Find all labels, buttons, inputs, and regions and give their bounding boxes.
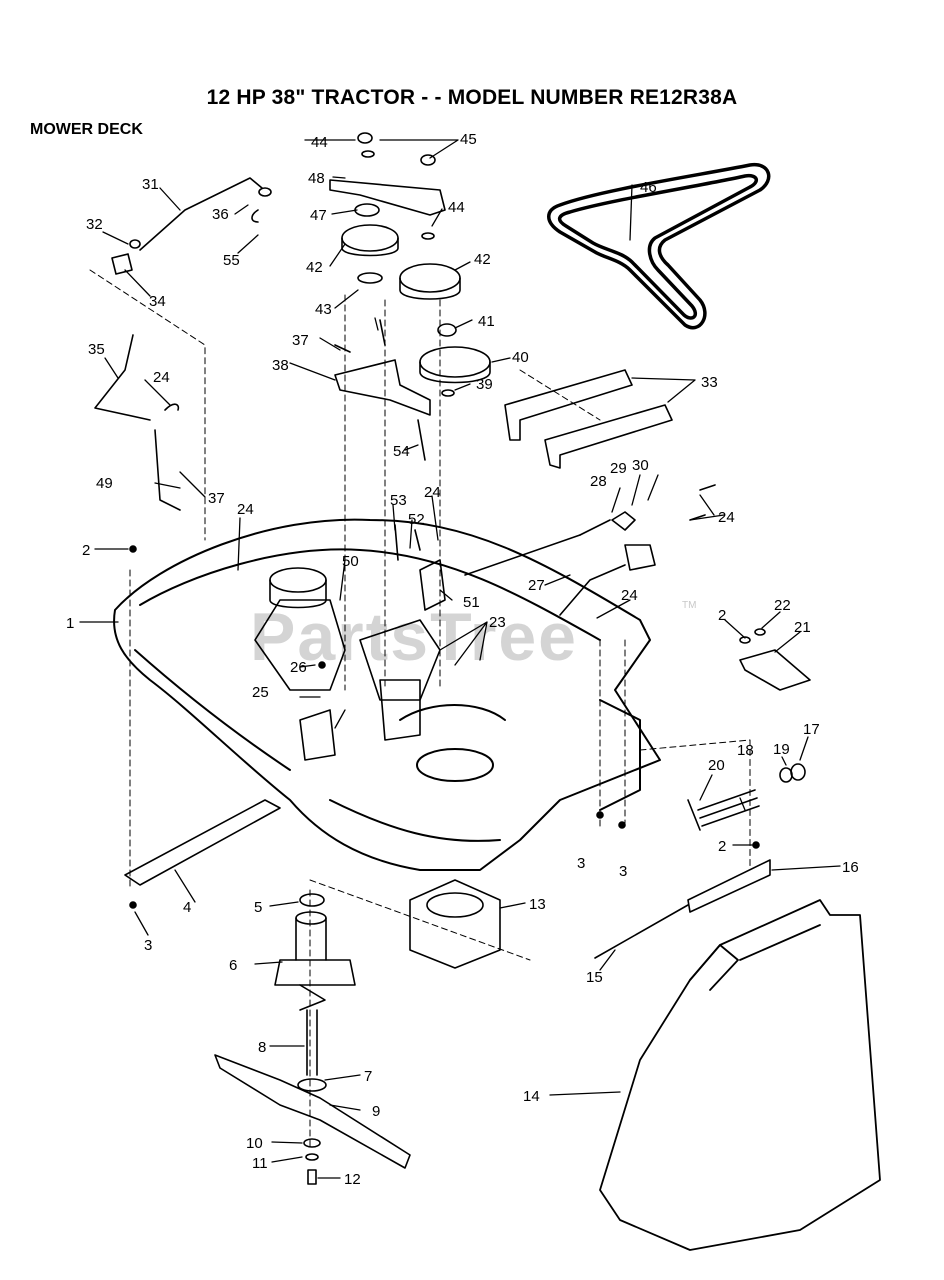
callout-8: 8: [258, 1039, 266, 1056]
callout-16: 16: [842, 859, 859, 876]
callout-24: 24: [237, 501, 254, 518]
callout-11: 11: [252, 1155, 268, 1172]
callout-26: 26: [290, 659, 307, 676]
rear-bracket: [739, 628, 811, 691]
callout-25: 25: [252, 684, 269, 701]
callout-5: 5: [254, 899, 262, 916]
idler-bracket: [329, 132, 491, 397]
callout-48: 48: [308, 170, 325, 187]
callout-27: 27: [528, 577, 545, 594]
callout-35: 35: [88, 341, 105, 358]
callout-49: 49: [96, 475, 113, 492]
hardware-fasteners: [129, 545, 760, 909]
callout-2: 2: [718, 838, 726, 855]
callout-51: 51: [463, 594, 480, 611]
callout-29: 29: [610, 460, 627, 477]
callout-32: 32: [86, 216, 103, 233]
callout-17: 17: [803, 721, 820, 738]
callout-55: 55: [223, 252, 240, 269]
watermark: PartsTree: [250, 599, 578, 675]
alignment-lines: [89, 269, 751, 1151]
callout-7: 7: [364, 1068, 372, 1085]
callout-28: 28: [590, 473, 607, 490]
spring-assembly: [687, 763, 806, 831]
callout-54: 54: [393, 443, 410, 460]
adjustment-rod: [464, 484, 716, 616]
callout-45: 45: [460, 131, 477, 148]
pivot-bracket: [334, 319, 431, 461]
callout-42: 42: [306, 259, 323, 276]
drive-belt: [547, 163, 771, 330]
discharge-chute: [599, 899, 881, 1251]
callout-3: 3: [144, 937, 152, 954]
callout-37: 37: [208, 490, 225, 507]
callout-53: 53: [390, 492, 407, 509]
callout-34: 34: [149, 293, 166, 310]
height-adjust-rod: [94, 334, 181, 511]
callout-33: 33: [701, 374, 718, 391]
stabilizer-bar: [124, 799, 281, 886]
callout-6: 6: [229, 957, 237, 974]
callout-36: 36: [212, 206, 229, 223]
lift-rod: [111, 177, 272, 275]
callout-38: 38: [272, 357, 289, 374]
callout-18: 18: [737, 742, 754, 759]
callout-24: 24: [424, 484, 441, 501]
callout-14: 14: [523, 1088, 540, 1105]
callout-30: 30: [632, 457, 649, 474]
callout-43: 43: [315, 301, 332, 318]
callout-labels: 1 2 2 2 3 3 3 4 5 6 7 8 9 10 11 12 13 14…: [66, 131, 859, 1188]
mower-deck: [113, 518, 661, 871]
diagram-title: 12 HP 38" TRACTOR - - MODEL NUMBER RE12R…: [206, 86, 738, 109]
callout-40: 40: [512, 349, 529, 366]
callout-41: 41: [478, 313, 495, 330]
callout-42: 42: [474, 251, 491, 268]
callout-22: 22: [774, 597, 791, 614]
callout-24: 24: [718, 509, 735, 526]
callout-19: 19: [773, 741, 790, 758]
callout-1: 1: [66, 615, 74, 632]
leader-lines: [79, 139, 841, 1179]
callout-52: 52: [408, 511, 425, 528]
callout-50: 50: [342, 553, 359, 570]
callout-44: 44: [448, 199, 465, 216]
callout-12: 12: [344, 1171, 361, 1188]
callout-23: 23: [489, 614, 506, 631]
chute-arm: [594, 859, 771, 959]
callout-24: 24: [153, 369, 170, 386]
callout-21: 21: [794, 619, 811, 636]
watermark-trademark: TM: [682, 600, 697, 611]
deck-pulley-assembly: [254, 567, 441, 761]
callout-3: 3: [577, 855, 585, 872]
callout-2: 2: [718, 607, 726, 624]
callout-46: 46: [640, 179, 657, 196]
spindle-cover: [409, 879, 501, 969]
callout-15: 15: [586, 969, 603, 986]
callout-24: 24: [621, 587, 638, 604]
callout-31: 31: [142, 176, 159, 193]
callout-3: 3: [619, 863, 627, 880]
callout-13: 13: [529, 896, 546, 913]
callout-39: 39: [476, 376, 493, 393]
callout-44: 44: [311, 134, 328, 151]
callout-37: 37: [292, 332, 309, 349]
callout-10: 10: [246, 1135, 263, 1152]
callout-47: 47: [310, 207, 327, 224]
callout-2: 2: [82, 542, 90, 559]
section-title: MOWER DECK: [30, 121, 143, 138]
deck-hanger-bars: [504, 369, 673, 469]
callout-20: 20: [708, 757, 725, 774]
center-bracket: [394, 524, 446, 611]
callout-9: 9: [372, 1103, 380, 1120]
spindle-blade-assembly: [214, 893, 411, 1185]
callout-4: 4: [183, 899, 191, 916]
